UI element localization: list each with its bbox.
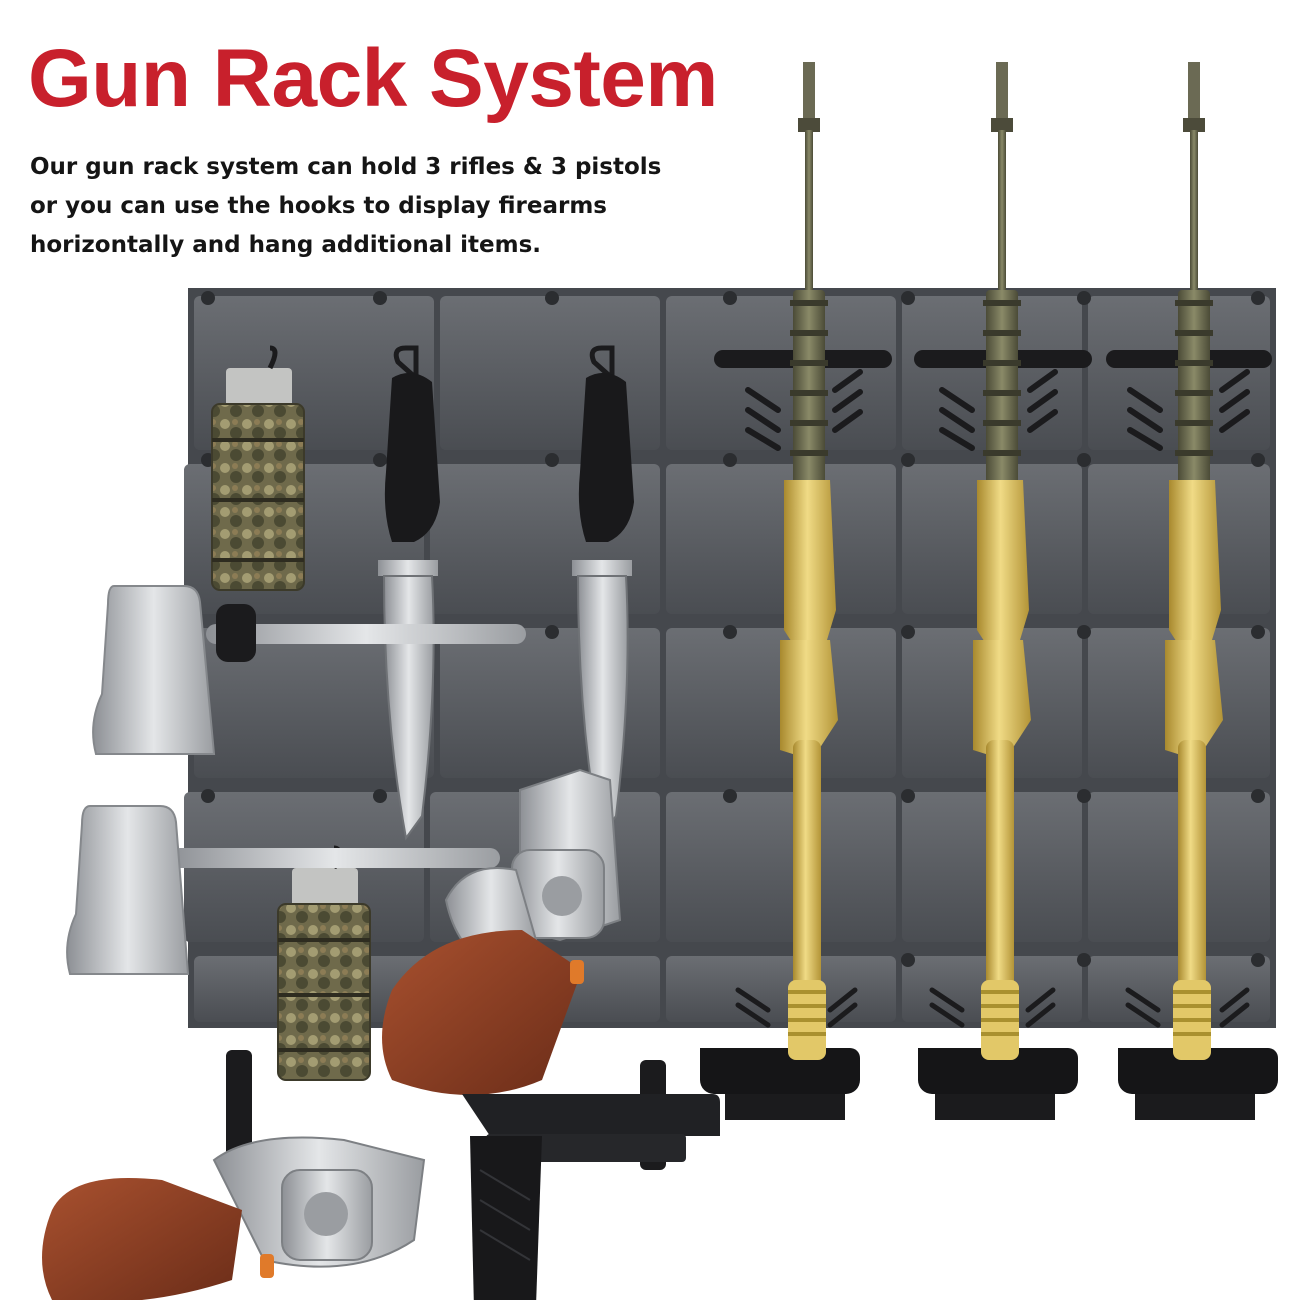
revolver-mounted — [382, 768, 622, 1095]
pistol-1911 — [462, 1094, 720, 1300]
description-line-1: Our gun rack system can hold 3 rifles & … — [30, 154, 662, 180]
description-line-2: or you can use the hooks to display fire… — [30, 193, 607, 219]
description: Our gun rack system can hold 3 rifles & … — [30, 148, 661, 265]
rifle-2 — [973, 62, 1031, 1060]
magazine-pouch-top — [211, 345, 305, 591]
axe-top — [92, 585, 526, 755]
description-line-3: horizontally and hang additional items. — [30, 232, 542, 258]
page-title: Gun Rack System — [28, 33, 718, 124]
rifle-1 — [780, 62, 838, 1060]
axe-bottom — [66, 805, 500, 975]
revolver-hanging — [42, 1136, 426, 1300]
rifle-3 — [1165, 62, 1223, 1060]
